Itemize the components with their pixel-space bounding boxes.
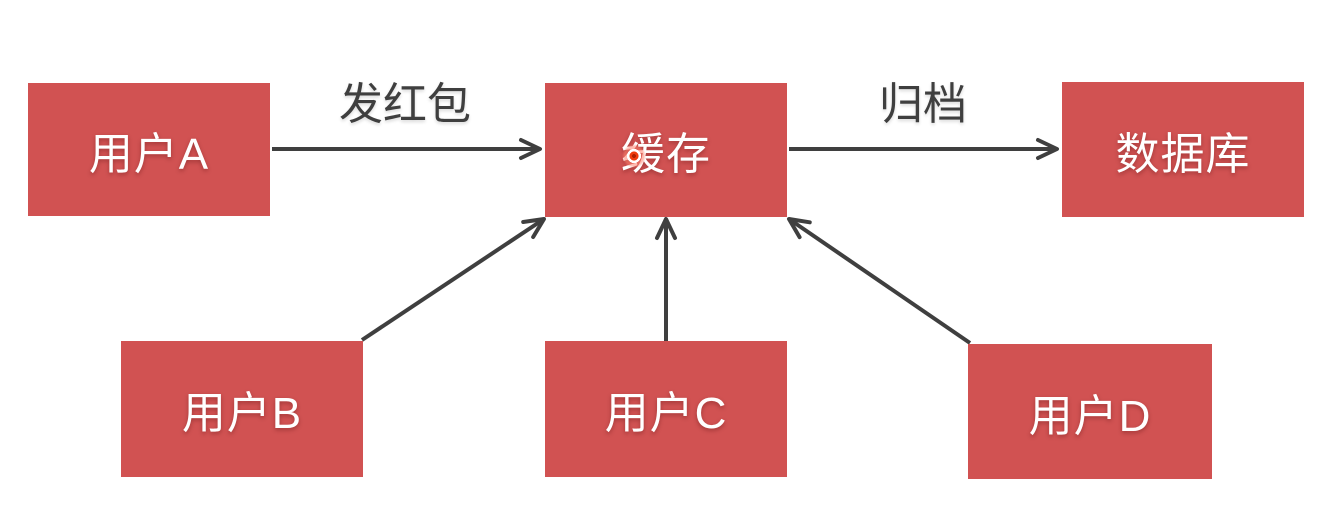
node-user-d: 用户D [968,344,1212,479]
node-user-a: 用户A [28,83,270,216]
node-user-b: 用户B [121,341,363,477]
edge-label-send-red-packet: 发红包 [339,80,471,129]
node-database-label: 数据库 [1115,129,1251,179]
node-user-a-label: 用户A [88,129,210,179]
node-user-b-label: 用户B [181,389,303,438]
node-cache: 缓存 [545,83,787,217]
node-user-c-label: 用户C [604,389,728,438]
node-user-c: 用户C [545,341,787,477]
arrow-user-d-to-cache [787,217,972,345]
laser-pointer-dot [622,144,646,168]
edge-label-archive: 归档 [879,80,967,129]
node-database: 数据库 [1062,82,1304,217]
arrow-user-b-to-cache [360,217,546,342]
node-user-d-label: 用户D [1028,391,1152,441]
